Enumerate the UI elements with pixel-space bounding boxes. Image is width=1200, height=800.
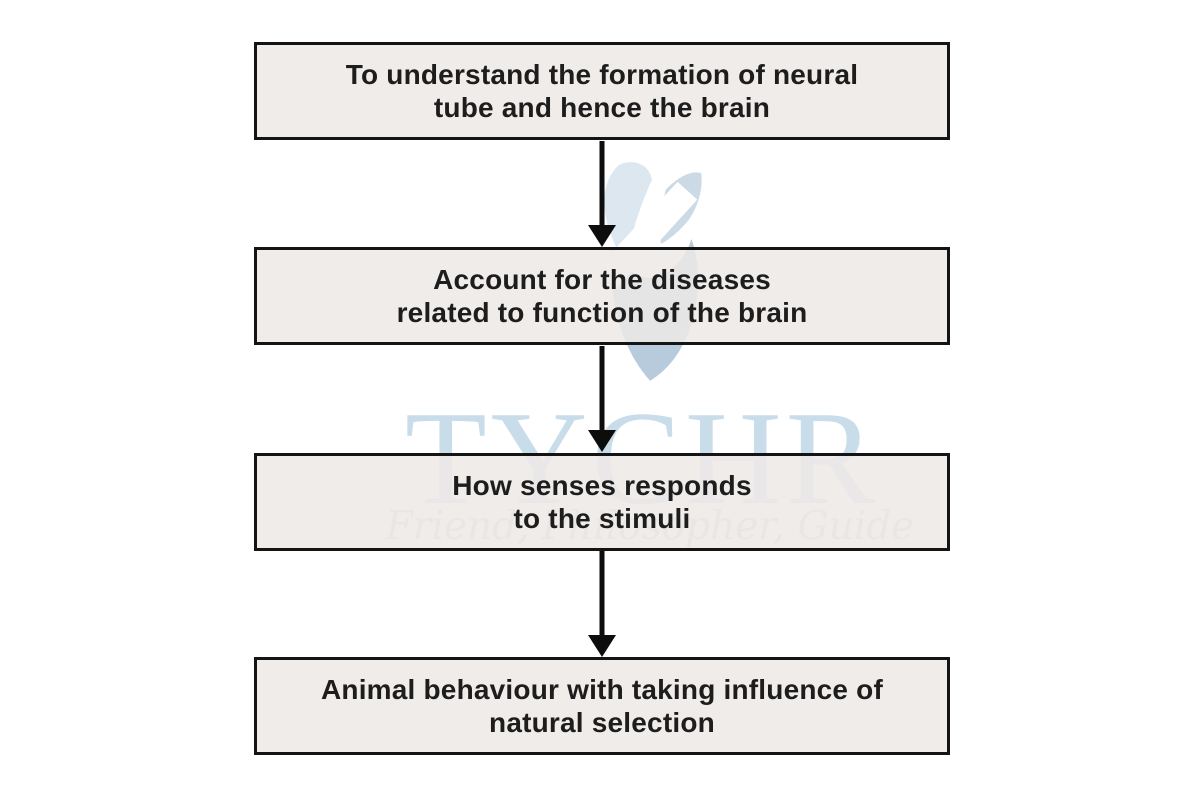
arrow-down-2-icon [588,346,616,452]
flow-step-2: Account for the diseases related to func… [254,247,950,345]
arrow-down-3-icon [588,551,616,657]
flow-step-1-label: To understand the formation of neural tu… [345,59,859,123]
flow-step-1: To understand the formation of neural tu… [254,42,950,140]
flow-step-4-label: Animal behaviour with taking influence o… [320,674,884,738]
flow-step-3-label: How senses responds to the stimuli [452,470,752,534]
arrow-down-1-icon [588,141,616,247]
flow-step-2-label: Account for the diseases related to func… [396,264,808,328]
flow-step-3: How senses responds to the stimuli [254,453,950,551]
flow-step-4: Animal behaviour with taking influence o… [254,657,950,755]
